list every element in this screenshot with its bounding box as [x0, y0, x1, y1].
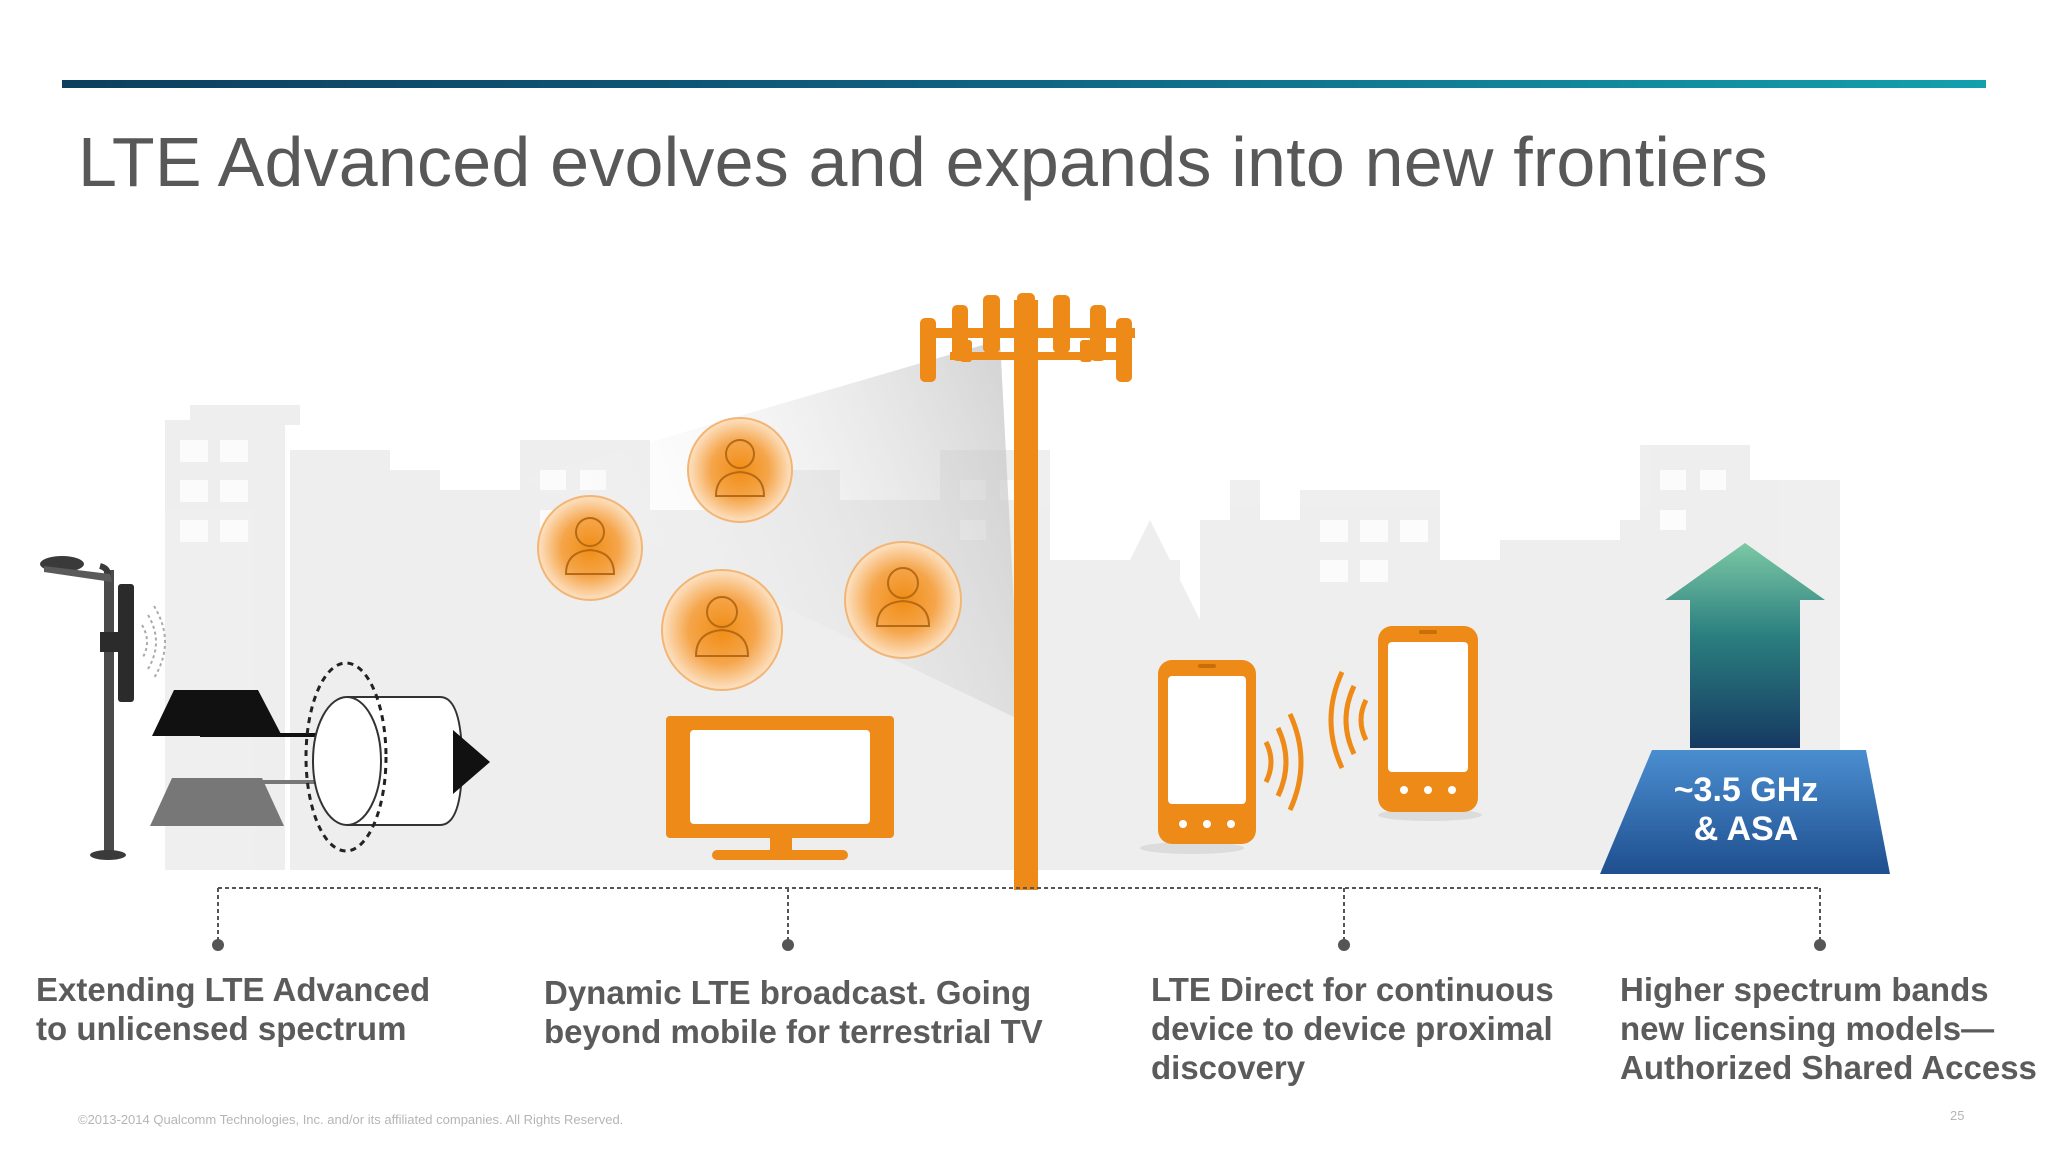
person-icon	[537, 495, 643, 601]
smartphone-icon	[1378, 626, 1482, 821]
header-accent-bar	[62, 80, 1986, 88]
up-arrow-icon	[1665, 543, 1825, 748]
street-light-small-cell-icon	[40, 556, 166, 860]
tv-icon	[666, 716, 894, 860]
smartphone-icon	[1140, 660, 1256, 854]
page-number: 25	[1950, 1108, 1965, 1123]
cell-tower-icon	[920, 293, 1135, 890]
feature-label-broadcast: Dynamic LTE broadcast. Going beyond mobi…	[544, 974, 1043, 1050]
signal-waves-icon	[1263, 670, 1369, 812]
carrier-aggregation-cylinder	[304, 661, 490, 853]
feature-label-lte-direct: LTE Direct for continuous device to devi…	[1151, 971, 1554, 1086]
unlicensed-spectrum-shape	[150, 778, 284, 826]
spectrum-block-line2: & ASA	[1694, 810, 1799, 848]
feature-label-asa: Higher spectrum bands new licensing mode…	[1620, 971, 2037, 1086]
feature-label-unlicensed: Extending LTE Advanced to unlicensed spe…	[36, 971, 431, 1047]
copyright-footer: ©2013-2014 Qualcomm Technologies, Inc. a…	[78, 1112, 624, 1127]
connector-dots	[212, 939, 1826, 951]
person-icon	[687, 417, 793, 523]
spectrum-block: ~3.5 GHz & ASA	[1600, 750, 1890, 874]
page-title: LTE Advanced evolves and expands into ne…	[78, 123, 1768, 201]
person-icon	[844, 541, 962, 659]
spectrum-block-line1: ~3.5 GHz	[1674, 771, 1819, 809]
person-icon	[661, 569, 783, 691]
connector-lines	[217, 887, 1821, 940]
licensed-spectrum-shape	[152, 690, 282, 736]
